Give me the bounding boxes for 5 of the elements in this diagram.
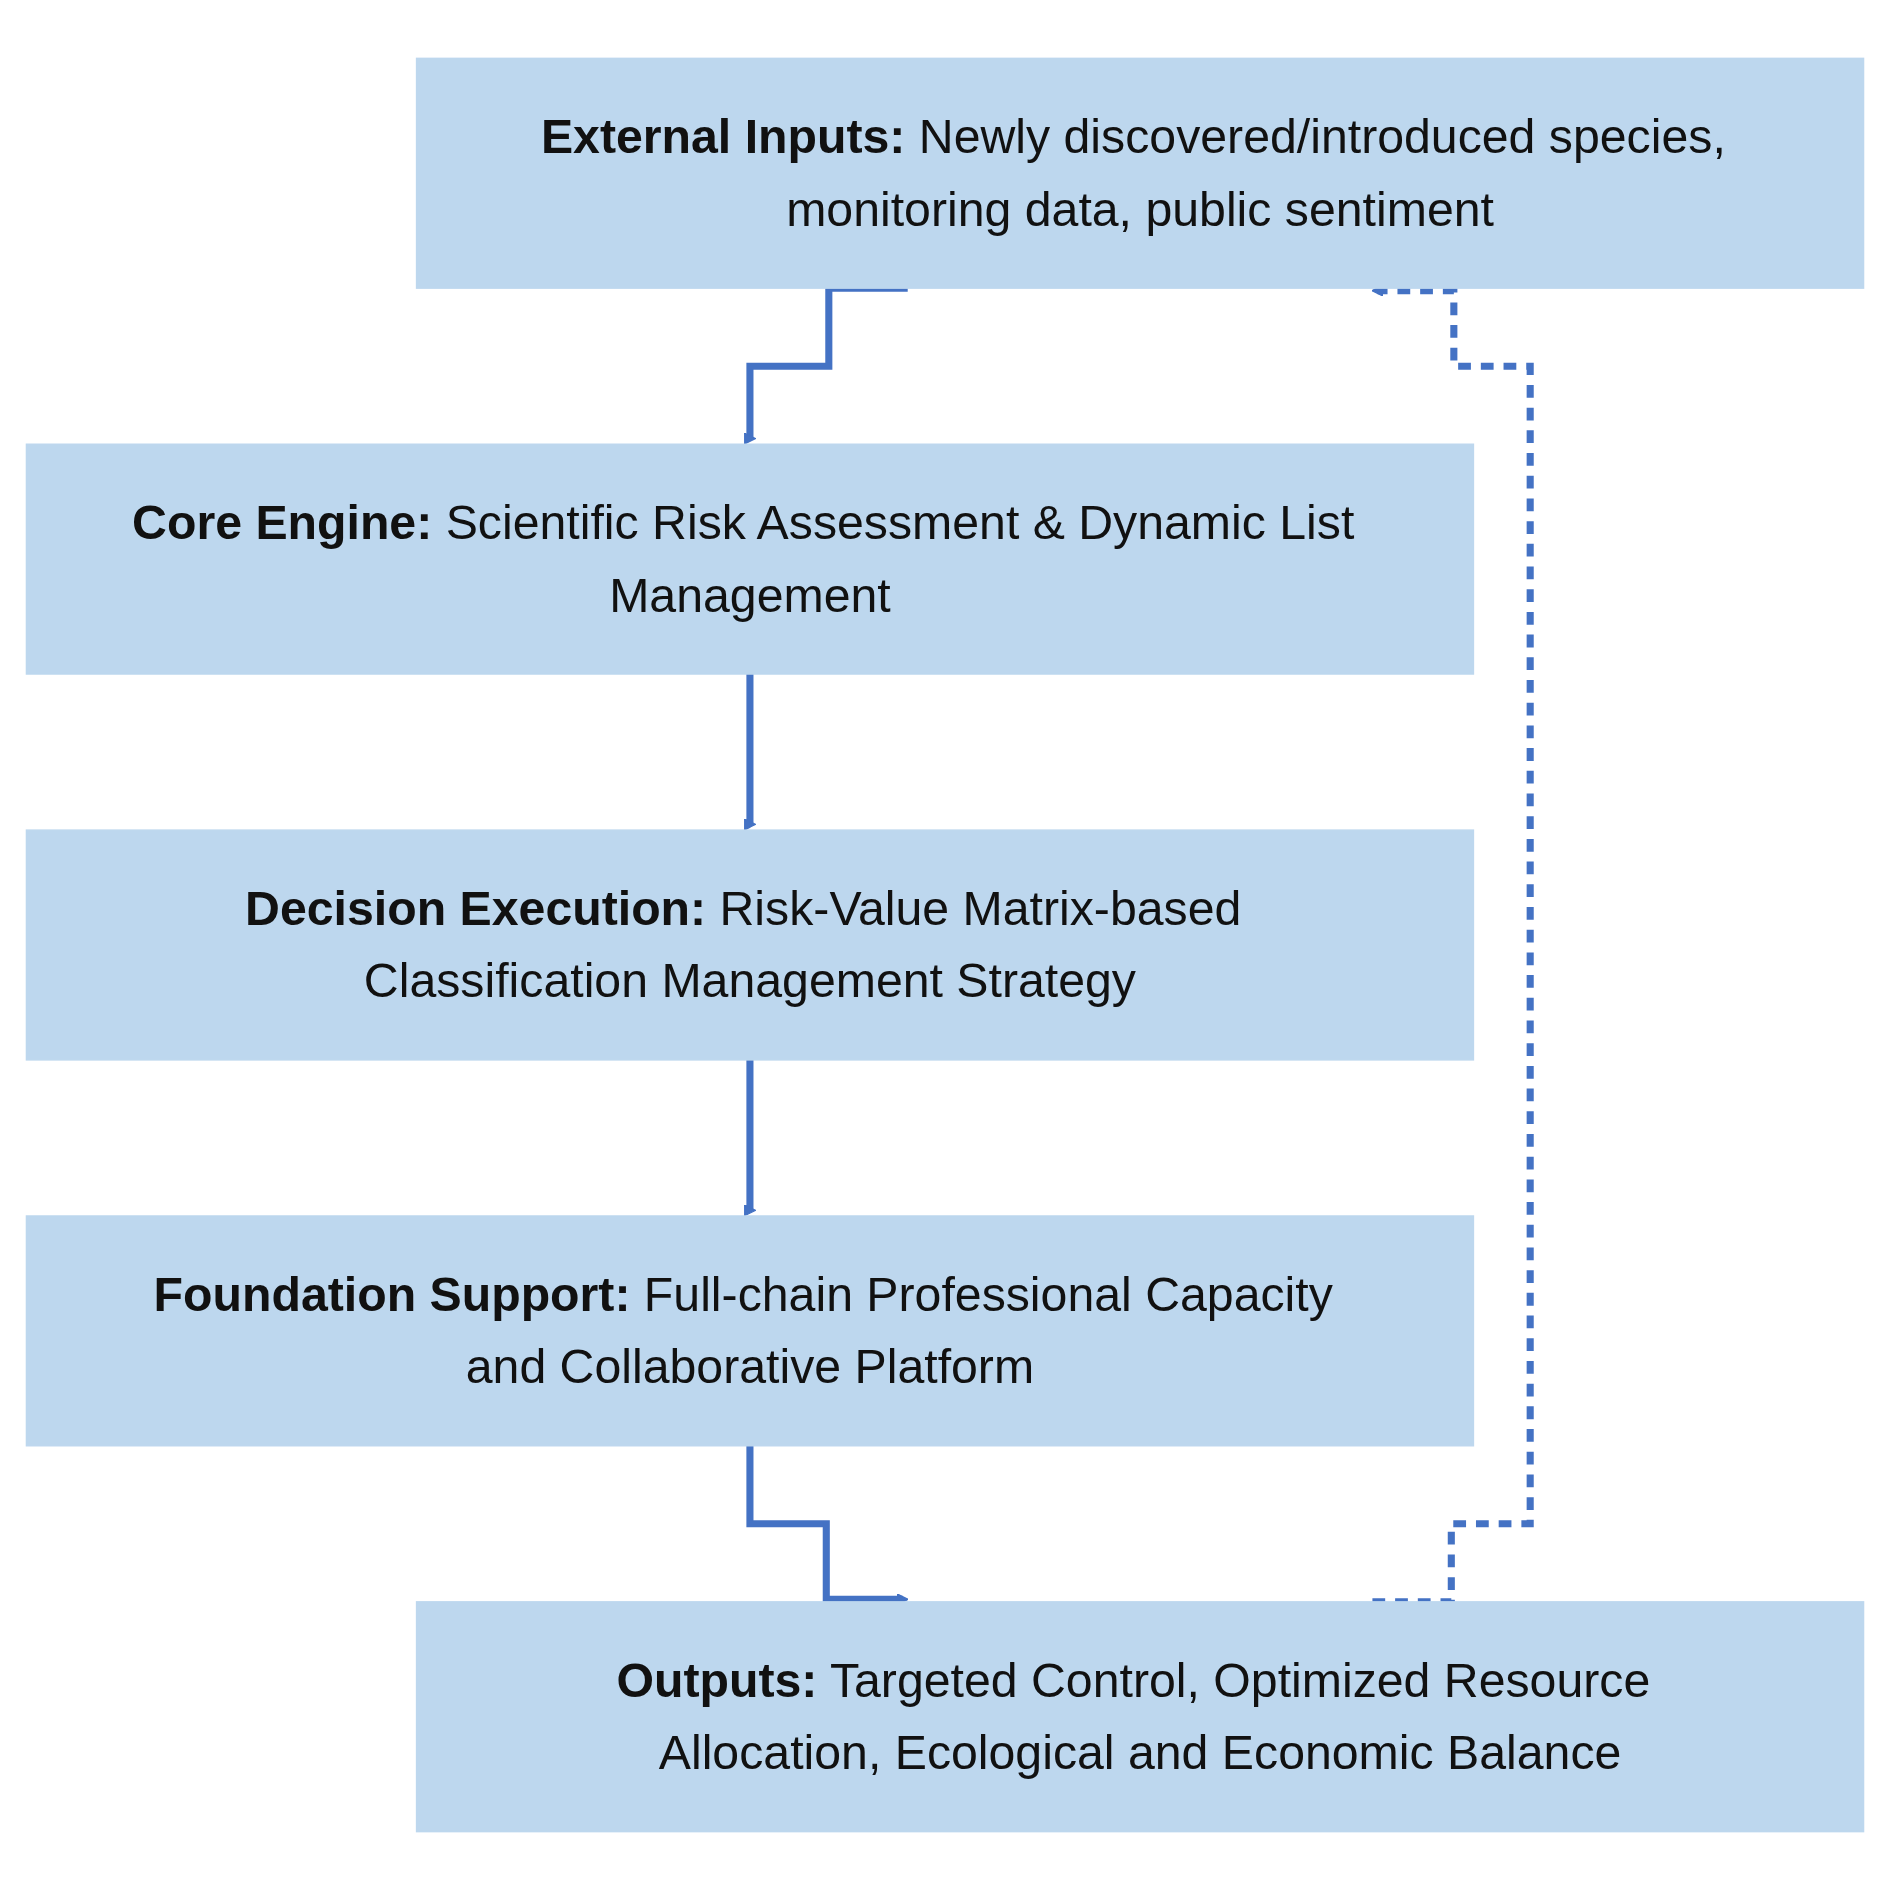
node-box: Core Engine: Scientific Risk Assessment & Dynamic List Management	[25, 443, 1475, 675]
node-box: Outputs: Targeted Control, Optimized Resource Allocation, Ecological and Economic Balance	[415, 1601, 1865, 1833]
node-box: External Inputs: Newly discovered/introduced species, monitoring data, public sentiment	[415, 57, 1865, 289]
node-box: Foundation Support: Full-chain Professional Capacity and Collaborative Platform	[25, 1215, 1475, 1447]
node-box: Decision Execution: Risk-Value Matrix-based Classification Management Strategy	[25, 829, 1475, 1061]
